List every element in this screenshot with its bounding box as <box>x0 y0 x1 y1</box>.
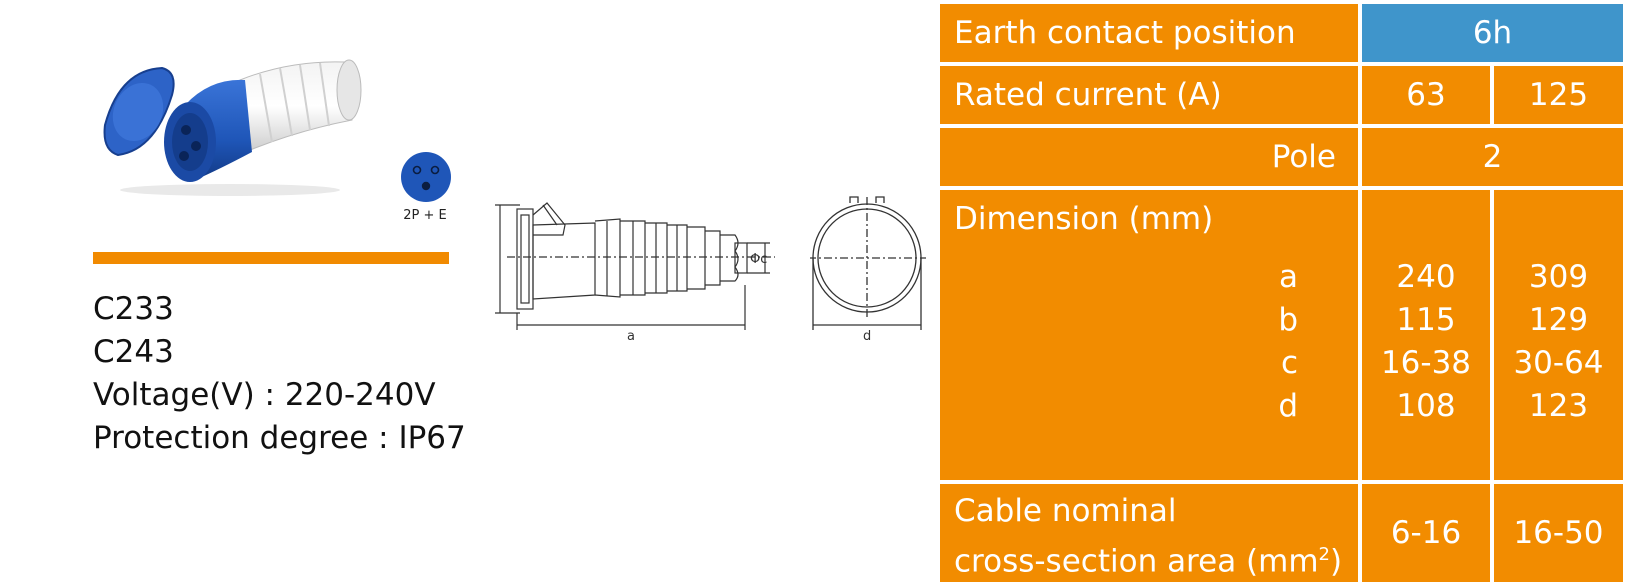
earth-contact-label: Earth contact position <box>940 4 1358 62</box>
cable-value: 16-50 <box>1494 484 1623 582</box>
rated-current-label: Rated current (A) <box>940 66 1358 124</box>
dimension-values-col1: 240 115 16-38 108 <box>1362 190 1490 480</box>
pole-value: 2 <box>1362 128 1623 186</box>
dimension-a-label: a <box>627 329 635 344</box>
dimension-value: 108 <box>1396 388 1456 424</box>
dimension-d-label: d <box>863 329 871 344</box>
dimension-value: 16-38 <box>1380 345 1472 381</box>
front-view-drawing: d <box>810 196 926 344</box>
model-number: C233 <box>93 291 174 327</box>
spec-table: Earth contact position 6h Rated current … <box>940 4 1623 582</box>
dimension-key: d <box>1278 388 1298 424</box>
cable-label-line2: cross-section area (mm2) <box>954 543 1343 580</box>
dimension-value: 129 <box>1528 302 1589 338</box>
protection-text: Protection degree : IP67 <box>93 420 466 456</box>
spec-list: C233 C243 Voltage(V) : 220-240V Protecti… <box>93 288 466 460</box>
dimension-value: 115 <box>1396 302 1456 338</box>
dimension-value: 240 <box>1396 259 1456 295</box>
model-number: C243 <box>93 334 174 370</box>
voltage-text: Voltage(V) : 220-240V <box>93 377 436 413</box>
dimension-key: a <box>1279 259 1298 295</box>
dimension-label: Dimension (mm) <box>954 201 1214 237</box>
dimension-value: 123 <box>1528 388 1589 424</box>
cable-label-line1: Cable nominal <box>954 493 1177 529</box>
product-photo <box>103 59 362 196</box>
dimension-c-label: Φc <box>750 252 767 267</box>
earth-contact-value: 6h <box>1362 4 1623 62</box>
dimension-key: c <box>1280 345 1298 381</box>
pin-configuration-label: 2P + E <box>403 208 447 223</box>
pin-configuration-icon <box>401 152 451 202</box>
rated-current-value: 125 <box>1494 66 1623 124</box>
cable-value: 6-16 <box>1362 484 1490 582</box>
side-view-drawing: b Φc a <box>495 202 775 344</box>
dimension-values-col2: 309 129 30-64 123 <box>1494 190 1623 480</box>
dimension-value: 30-64 <box>1513 345 1604 381</box>
divider-bar <box>93 252 449 264</box>
cable-label-cell: Cable nominal cross-section area (mm2) <box>940 484 1358 582</box>
dimension-key: b <box>1278 302 1298 338</box>
dimension-value: 309 <box>1528 259 1589 295</box>
rated-current-value: 63 <box>1362 66 1490 124</box>
cable-label-superscript: 2 <box>1318 544 1330 565</box>
dimension-label-cell: Dimension (mm) a b c d <box>940 190 1358 480</box>
pole-label: Pole <box>940 128 1358 186</box>
